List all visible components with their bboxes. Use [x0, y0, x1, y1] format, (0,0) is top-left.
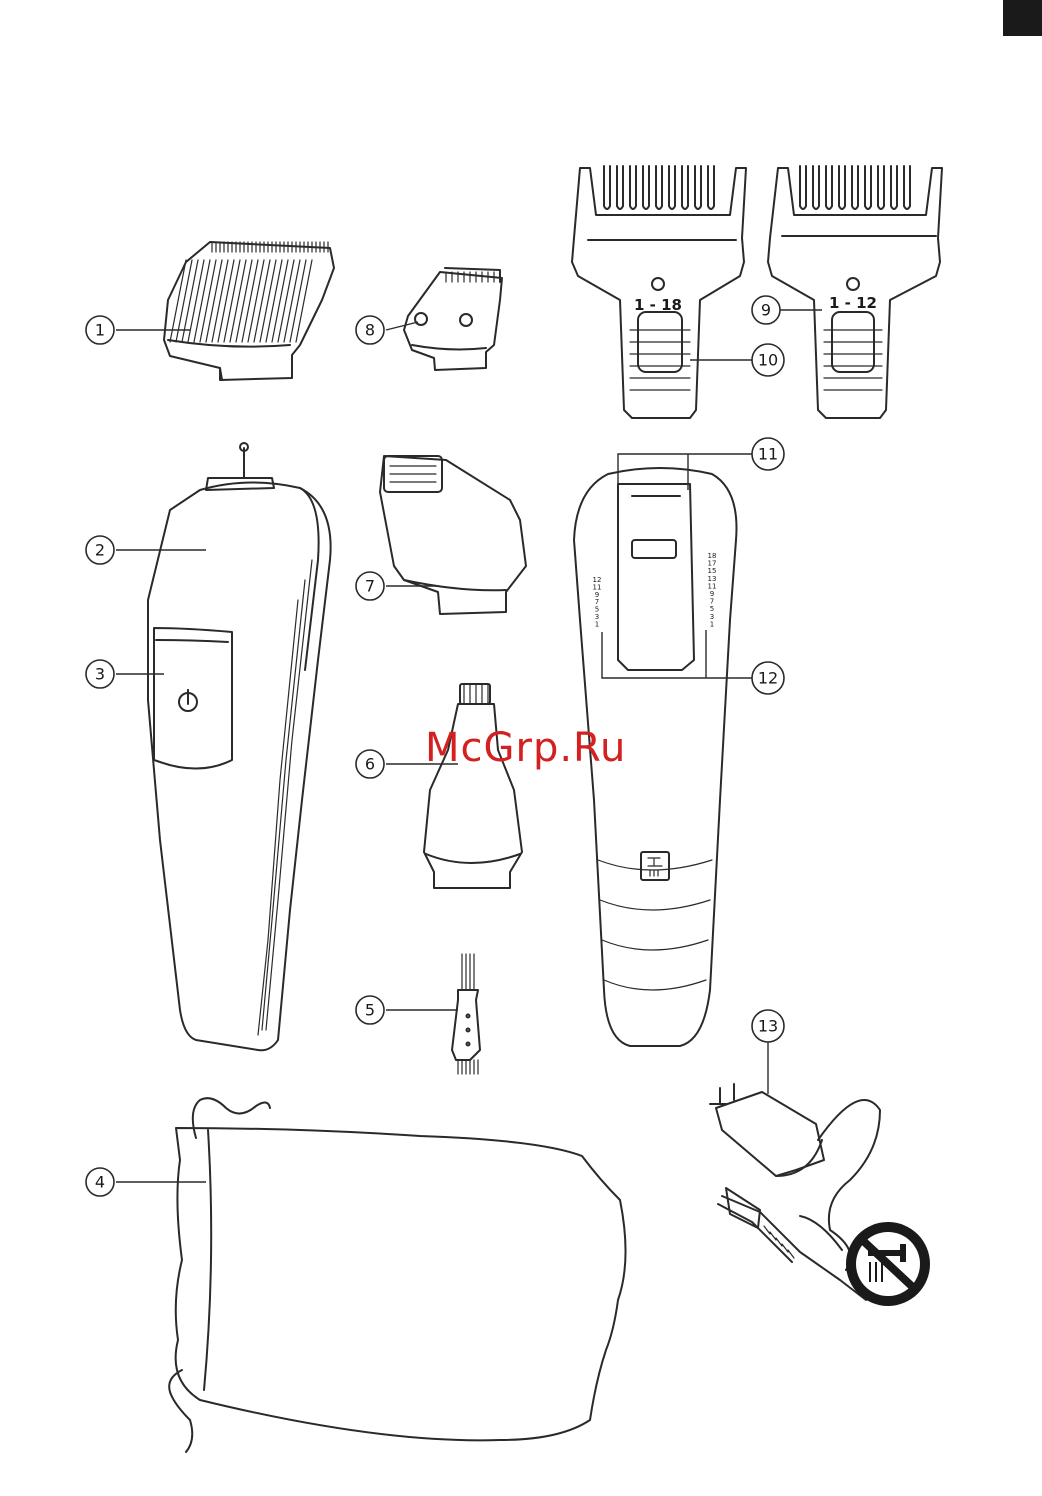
- svg-text:11: 11: [758, 445, 778, 464]
- trimmer-blade-hatching: [170, 260, 312, 342]
- svg-text:10: 10: [758, 351, 778, 370]
- scale-tick-label: 1: [595, 620, 599, 628]
- svg-text:6: 6: [365, 755, 375, 774]
- svg-text:9: 9: [761, 301, 771, 320]
- adjustable-hair-comb-small: [768, 166, 942, 418]
- no-water-icon: [846, 1222, 930, 1306]
- power-icon: [179, 690, 197, 711]
- svg-text:4: 4: [95, 1173, 105, 1192]
- svg-text:3: 3: [95, 665, 105, 684]
- storage-pouch: [169, 1098, 625, 1452]
- comb-large-range-label: 1 - 18: [634, 296, 682, 314]
- appliance-handle: [148, 443, 331, 1050]
- callout-2: 2: [86, 536, 114, 564]
- precision-trimmer-attachment: [404, 268, 502, 370]
- callout-13: 13: [752, 1010, 784, 1042]
- callout-4: 4: [86, 1168, 114, 1196]
- svg-text:8: 8: [365, 321, 375, 340]
- water-tap-icon: [641, 852, 669, 880]
- callout-8: 8: [356, 316, 384, 344]
- comb-teeth: [800, 166, 910, 209]
- callout-6: 6: [356, 750, 384, 778]
- scale-tick-label: 1: [710, 620, 714, 628]
- foil-shaver-attachment: [380, 456, 526, 614]
- nose-trimmer-attachment: [424, 684, 522, 888]
- svg-text:13: 13: [758, 1017, 778, 1036]
- svg-text:1: 1: [95, 321, 105, 340]
- trimmer-head-attachment: [164, 242, 334, 380]
- comb-small-range-label: 1 - 12: [829, 294, 877, 312]
- svg-text:2: 2: [95, 541, 105, 560]
- callout-11: 11: [752, 438, 784, 470]
- svg-text:12: 12: [758, 669, 778, 688]
- callout-9: 9: [752, 296, 780, 324]
- svg-text:5: 5: [365, 1001, 375, 1020]
- callout-12: 12: [752, 662, 784, 694]
- svg-text:7: 7: [365, 577, 375, 596]
- callout-5: 5: [356, 996, 384, 1024]
- comb-teeth: [604, 166, 714, 209]
- cleaning-brush: [452, 954, 480, 1074]
- watermark-text: McGrp.Ru: [425, 725, 626, 771]
- adjustable-beard-comb-large: [572, 166, 746, 418]
- callout-7: 7: [356, 572, 384, 600]
- callout-3: 3: [86, 660, 114, 688]
- callout-10: 10: [752, 344, 784, 376]
- callout-1: 1: [86, 316, 114, 344]
